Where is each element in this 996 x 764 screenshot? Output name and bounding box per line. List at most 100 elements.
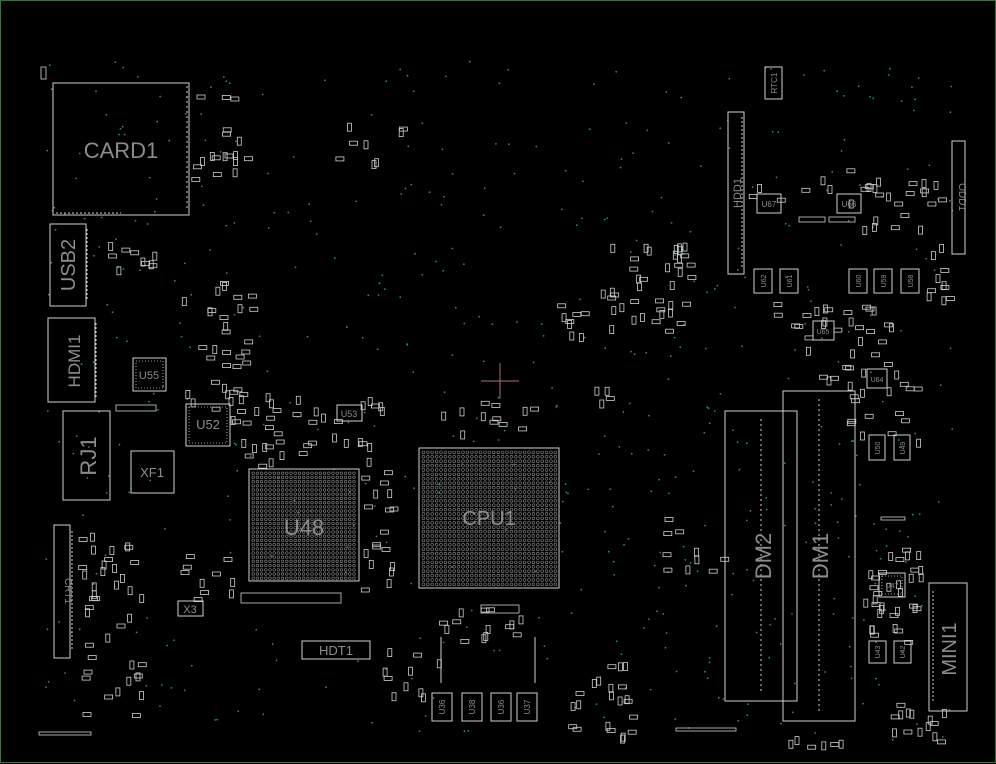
cpu1-solder-ball xyxy=(448,578,452,582)
cpu1-solder-ball xyxy=(549,512,553,516)
u48-solder-ball xyxy=(344,534,348,538)
u48-solder-ball xyxy=(251,505,255,509)
via xyxy=(271,643,274,645)
cpu1-solder-ball xyxy=(483,455,487,459)
u37-label: U37 xyxy=(523,699,532,714)
cpu1-solder-ball xyxy=(439,512,443,516)
cpu1-solder-ball xyxy=(470,507,474,512)
passive-pad xyxy=(842,364,852,370)
cpu1-solder-ball xyxy=(536,525,540,529)
u48-solder-ball xyxy=(289,538,293,543)
passive-pad xyxy=(530,406,539,412)
cpu1-solder-ball xyxy=(514,481,518,485)
via xyxy=(870,371,872,374)
u48-solder-ball xyxy=(331,572,335,576)
cpu1-solder-ball xyxy=(456,582,461,587)
passive-pad xyxy=(254,407,260,416)
u48-solder-ball xyxy=(310,555,314,559)
u48-solder-ball xyxy=(339,484,344,488)
passive-pad xyxy=(850,349,855,359)
cpu1-solder-ball xyxy=(540,472,544,477)
passive-pad xyxy=(941,281,947,291)
via xyxy=(939,384,942,386)
cpu1-solder-ball xyxy=(470,485,474,490)
passive-pad xyxy=(814,307,820,316)
via xyxy=(214,719,217,721)
via xyxy=(229,519,231,521)
via xyxy=(741,345,743,348)
via xyxy=(700,165,702,168)
u48-solder-ball xyxy=(314,526,318,530)
cpu1-solder-ball xyxy=(421,565,426,569)
via xyxy=(267,227,270,229)
u48-solder-ball xyxy=(323,513,327,517)
via xyxy=(225,224,228,227)
cpu1-solder-ball xyxy=(452,582,456,587)
cpu1-solder-ball xyxy=(461,503,465,507)
cpu1-solder-ball xyxy=(465,565,470,569)
cpu1-solder-ball xyxy=(518,477,522,481)
u48-solder-ball xyxy=(272,521,276,526)
cpu1-solder-ball xyxy=(531,459,536,463)
u48-solder-ball xyxy=(352,475,356,480)
cpu1-solder-ball xyxy=(439,560,443,565)
passive-pad xyxy=(609,691,614,701)
passive-pad xyxy=(569,331,575,341)
cpu1-solder-ball xyxy=(430,573,434,578)
via xyxy=(73,699,76,702)
passive-pad xyxy=(139,594,145,603)
cpu1-solder-ball xyxy=(456,468,461,472)
via xyxy=(843,138,846,141)
cpu1-solder-ball xyxy=(456,569,461,573)
cpu1-solder-ball xyxy=(531,477,536,481)
via xyxy=(719,392,722,395)
cpu1-solder-ball xyxy=(465,560,470,565)
passive-pad xyxy=(343,438,349,448)
cpu1-solder-ball xyxy=(540,573,544,578)
via xyxy=(692,470,695,473)
passive-pad xyxy=(498,421,508,427)
passive-pad xyxy=(124,544,134,550)
u48-solder-ball xyxy=(323,538,327,543)
via xyxy=(675,670,678,673)
u48-solder-ball xyxy=(339,488,344,492)
cpu1-solder-ball xyxy=(430,485,434,490)
rtc1-label: RTC1 xyxy=(770,72,779,93)
passive-pad xyxy=(389,506,399,512)
via xyxy=(348,491,351,493)
passive-pad xyxy=(931,251,936,261)
cpu1-solder-ball xyxy=(443,481,448,485)
passive-pad xyxy=(607,664,617,670)
cpu1-solder-ball xyxy=(514,450,518,455)
u48-solder-ball xyxy=(323,492,327,496)
cpu1-solder-ball xyxy=(536,455,540,459)
cpu1-solder-ball xyxy=(439,538,443,543)
cpu1-solder-ball xyxy=(421,477,426,481)
via xyxy=(78,152,81,155)
cpu1-solder-ball xyxy=(500,494,505,499)
u48-solder-ball xyxy=(302,492,306,496)
u48-solder-ball xyxy=(331,501,335,505)
u48-solder-ball xyxy=(268,555,272,559)
u50-chip: U50 xyxy=(868,434,886,461)
cpu1-solder-ball xyxy=(505,543,509,547)
u48-solder-ball xyxy=(272,517,276,522)
cpu1-solder-ball xyxy=(434,472,439,477)
cpu1-solder-ball xyxy=(426,582,430,587)
u48-solder-ball xyxy=(297,509,302,513)
u48-solder-ball xyxy=(276,559,281,564)
cpu1-solder-ball xyxy=(505,455,509,459)
via xyxy=(783,524,786,527)
passive-pad xyxy=(675,529,685,535)
u48-solder-ball xyxy=(272,496,276,501)
passive-pad xyxy=(87,655,97,660)
u48-solder-ball xyxy=(255,559,259,564)
u48-solder-ball xyxy=(335,542,339,547)
via xyxy=(317,428,319,431)
u48-solder-ball xyxy=(297,505,302,509)
u48-solder-ball xyxy=(314,534,318,538)
cpu1-solder-ball xyxy=(439,525,443,529)
passive-pad xyxy=(130,250,140,256)
cpu1-solder-ball xyxy=(478,507,483,512)
cpu1-solder-ball xyxy=(536,551,540,556)
